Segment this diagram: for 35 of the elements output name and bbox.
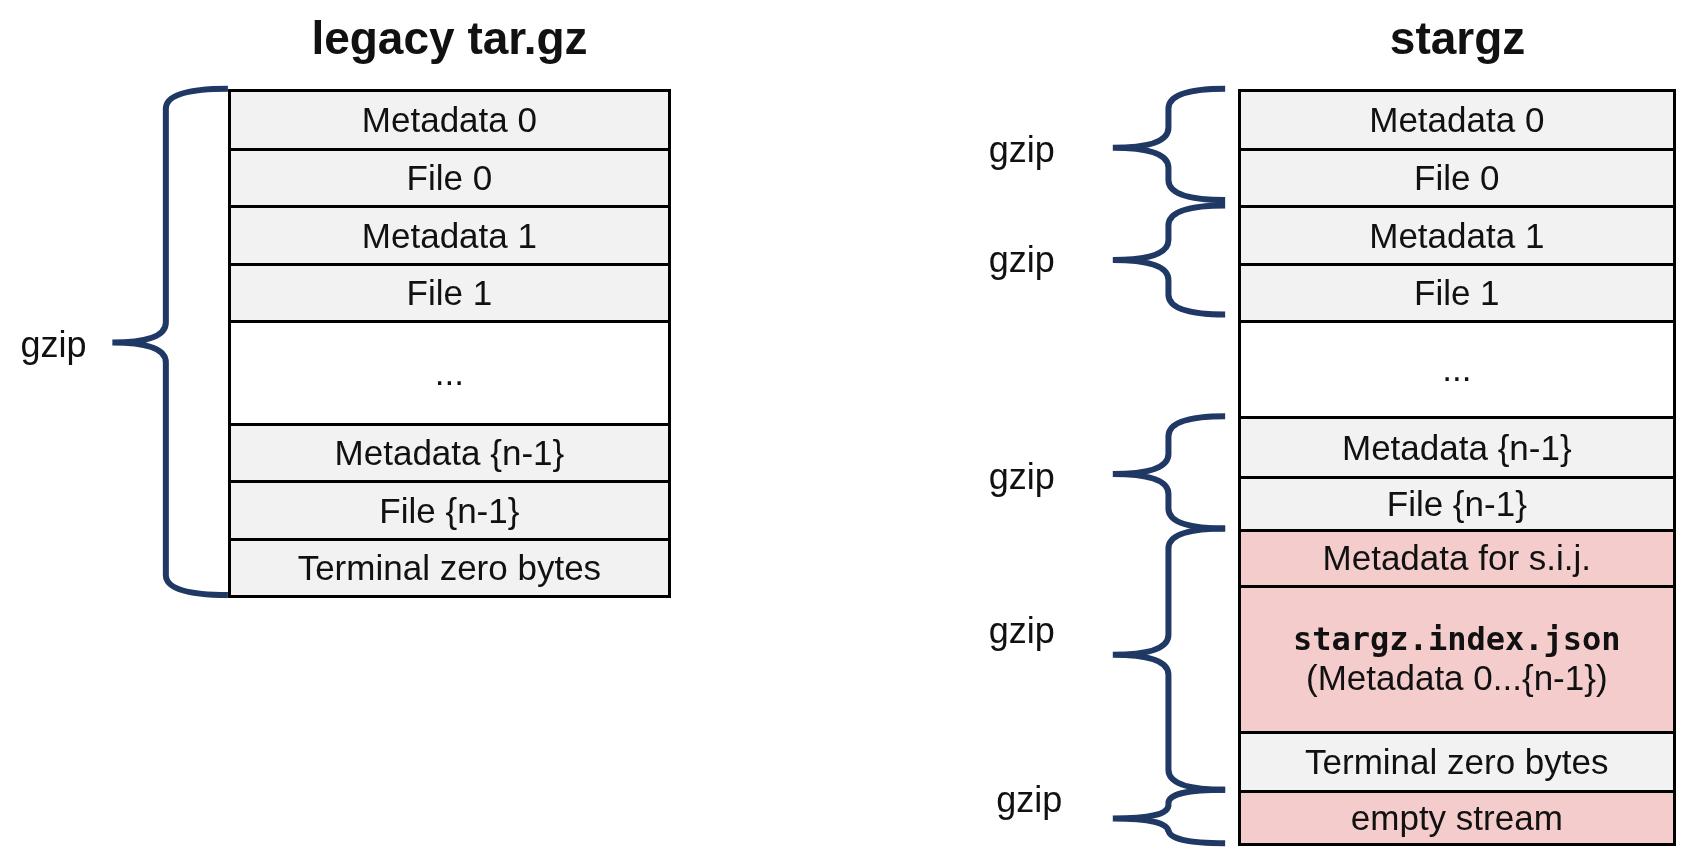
block-label: Metadata {n-1} <box>334 432 565 474</box>
layout-block <box>227 263 671 323</box>
file-name: stargz.index.json <box>1293 621 1621 658</box>
block-label: File 0 <box>406 157 493 199</box>
block-label: File 0 <box>1414 157 1500 199</box>
block-label: File {n-1} <box>1386 483 1527 524</box>
block-label: Metadata for s.i.j. <box>1322 538 1591 579</box>
block-label: (Metadata 0...{n-1}) <box>1306 657 1608 699</box>
block-label: Metadata 1 <box>1369 215 1545 256</box>
layout-block <box>1238 585 1676 734</box>
block-label: Metadata 0 <box>361 99 537 140</box>
layout-block <box>1238 88 1676 151</box>
block-label: File {n-1} <box>379 490 520 531</box>
column-heading: legacy tar.gz <box>311 10 588 65</box>
block-label: ... <box>434 352 464 393</box>
block-label: Metadata {n-1} <box>1342 427 1572 468</box>
compression-label: gzip <box>988 239 1055 281</box>
block-label: Terminal zero bytes <box>1305 741 1609 782</box>
compression-label: gzip <box>988 128 1055 171</box>
compression-label: gzip <box>996 779 1063 822</box>
layout-block <box>227 538 671 598</box>
block-label: empty stream <box>1350 797 1563 839</box>
layout-block <box>1238 263 1676 323</box>
compression-label: gzip <box>988 610 1055 653</box>
block-label: ... <box>1442 349 1472 390</box>
layout-block <box>1238 476 1676 532</box>
compression-label: gzip <box>20 323 87 366</box>
block-label: File 1 <box>406 272 493 314</box>
block-label: Metadata 0 <box>1369 99 1545 140</box>
block-label: Terminal zero bytes <box>297 547 602 589</box>
column-heading: stargz <box>1389 10 1526 65</box>
block-label: File 1 <box>1414 272 1500 314</box>
compression-label: gzip <box>988 456 1055 499</box>
block-label: Metadata 1 <box>361 215 537 256</box>
layout-block <box>227 88 671 151</box>
